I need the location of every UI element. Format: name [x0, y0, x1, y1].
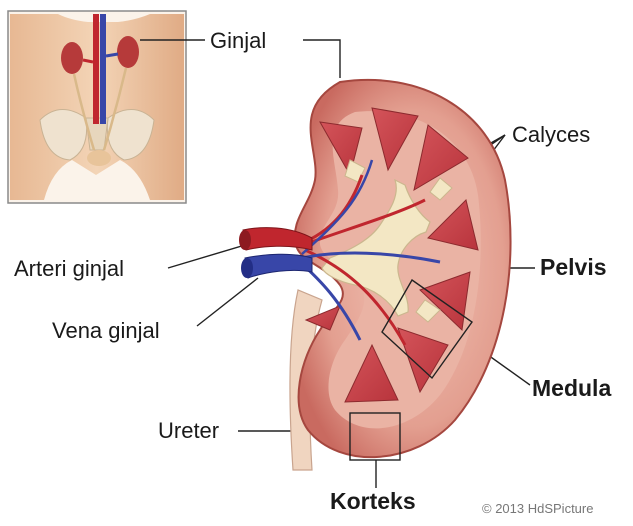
ginjal-line-right [303, 40, 340, 78]
vena-ginjal-label: Vena ginjal [52, 320, 160, 342]
korteks-label: Korteks [330, 490, 416, 513]
ureter-label: Ureter [158, 420, 219, 442]
vena-line [197, 278, 258, 326]
medula-label: Medula [532, 377, 611, 400]
copyright-text: © 2013 HdSPicture [482, 501, 593, 516]
ginjal-label: Ginjal [210, 30, 266, 52]
arteri-ginjal-label: Arteri ginjal [14, 258, 124, 280]
kidney-cross-section [239, 80, 511, 470]
calyces-label: Calyces [512, 124, 590, 146]
pelvis-label: Pelvis [540, 256, 607, 279]
